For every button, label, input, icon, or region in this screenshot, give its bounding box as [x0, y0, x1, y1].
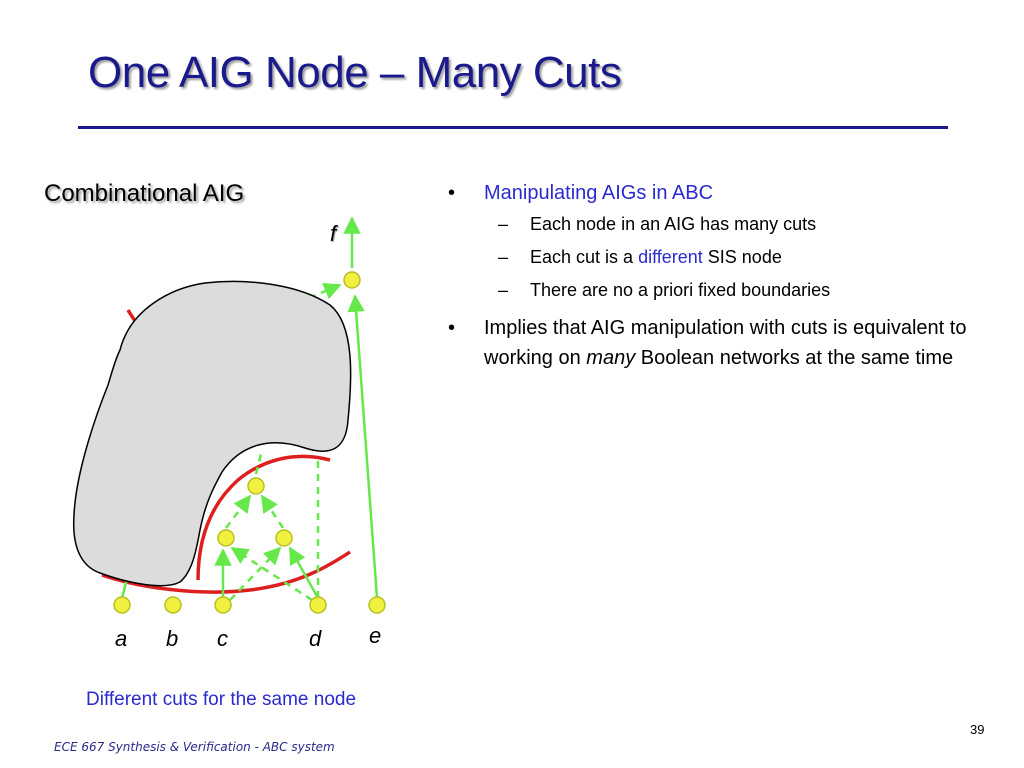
edge-n2-mid [260, 494, 285, 529]
title-underline [78, 126, 948, 129]
output-label-f: f [330, 221, 339, 246]
and-node-mid [247, 477, 265, 495]
diagram-caption: Different cuts for the same node [86, 689, 357, 710]
sub-bullet-item: – There are no a priori fixed boundaries [448, 274, 988, 307]
diagram-heading: Combinational AIG [44, 180, 245, 207]
input-node-a [113, 596, 131, 614]
input-label-a: a [115, 626, 127, 651]
emphasized-word: many [586, 347, 636, 369]
sub-bullet-item: – Each cut is a different SIS node [448, 241, 988, 274]
slide-footer: ECE 667 Synthesis & Verification - ABC s… [54, 740, 335, 754]
page-number: 39 [970, 722, 985, 737]
bullet-text: Boolean networks at the same time [635, 347, 954, 369]
edge-n1-mid [225, 494, 252, 529]
sub-bullet-dash: – [498, 214, 509, 234]
input-label-b: b [166, 626, 178, 651]
input-label-c: c [217, 626, 228, 651]
slide-title: One AIG Node – Many Cuts [88, 48, 622, 97]
input-label-d: d [309, 626, 322, 651]
logic-cone-blob [72, 280, 352, 587]
edge-d-left [288, 546, 320, 599]
input-node-c [214, 596, 232, 614]
edge-mid-up [254, 449, 264, 475]
bullet-dot: • [448, 317, 456, 339]
bullet-list: • Manipulating AIGs in ABC – Each node i… [448, 178, 988, 373]
sub-bullet-dash: – [498, 280, 509, 300]
input-label-e: e [369, 623, 381, 648]
highlighted-word: different [638, 247, 703, 267]
and-node-left [217, 529, 235, 547]
sub-bullet-text: Each node in an AIG has many cuts [530, 214, 817, 234]
bullet-text: Implies that AIG manipulation with cuts … [484, 317, 967, 369]
bullet-text: Manipulating AIGs in ABC [484, 182, 714, 204]
edge-d-cross [230, 546, 313, 602]
and-node-right [275, 529, 293, 547]
bullet-item: • Implies that AIG manipulation with cut… [448, 313, 988, 373]
input-node-b [164, 596, 182, 614]
sub-bullet-text: Each cut is a [530, 247, 639, 267]
output-node [343, 271, 361, 289]
sub-bullet-item: – Each node in an AIG has many cuts [448, 208, 988, 241]
input-node-d [309, 596, 327, 614]
cut-line-lower [101, 550, 351, 594]
aig-nodes [113, 271, 386, 614]
cut-line-middle [196, 454, 331, 581]
sub-bullet-text: There are no a priori fixed boundaries [530, 280, 831, 300]
bullet-dot: • [448, 182, 456, 204]
bullet-item: • Manipulating AIGs in ABC [448, 178, 988, 208]
input-node-e [368, 596, 386, 614]
sub-bullet-text: SIS node [702, 247, 782, 267]
edge-e-to-top [347, 294, 379, 599]
sub-bullet-dash: – [498, 247, 509, 267]
